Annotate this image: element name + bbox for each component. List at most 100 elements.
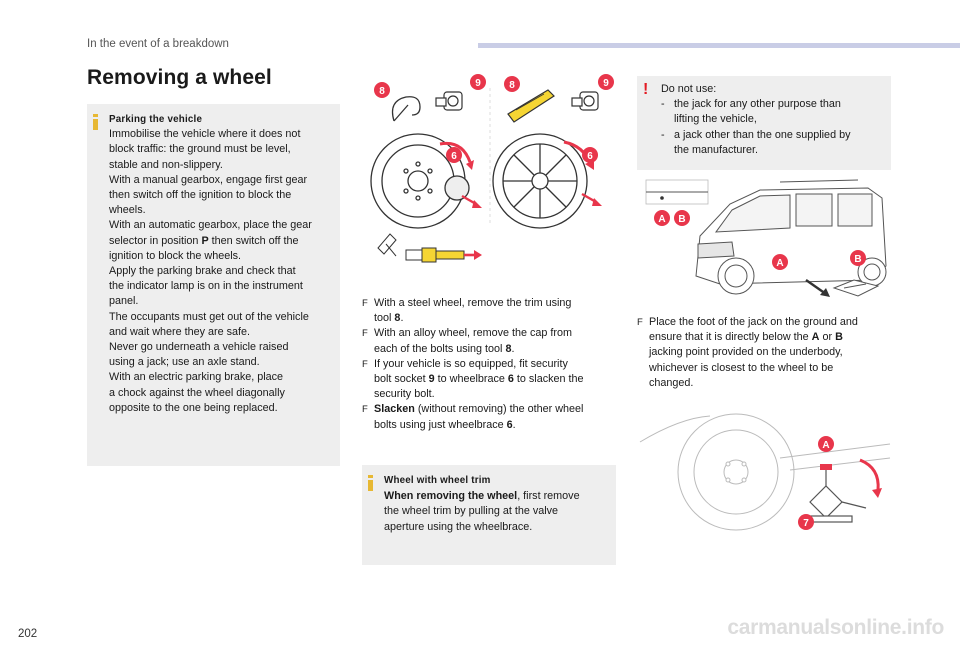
jack-step-line: whichever is closest to the wheel to be xyxy=(649,361,834,374)
wheel-trim-info-box: Wheel with wheel trim When removing the … xyxy=(362,465,616,565)
parking-line: block traffic: the ground must be level, xyxy=(109,143,291,156)
warning-icon: ! xyxy=(643,81,649,98)
step-line: With an alloy wheel, remove the cap from xyxy=(374,327,573,340)
parking-line: selector in position P then switch off t… xyxy=(109,234,299,247)
step-flag: F xyxy=(362,358,368,370)
warning-line: lifting the vehicle, xyxy=(674,113,757,126)
parking-line: Immobilise the vehicle where it does not xyxy=(109,128,301,141)
badge-tool-8-right: 8 xyxy=(504,76,520,92)
steel-wheel xyxy=(370,133,470,229)
vehicle-jacking-points-illustration: A B A B xyxy=(645,179,887,297)
badge-point-b-inset: B xyxy=(674,210,690,226)
parking-line: opposite to the one being replaced. xyxy=(109,401,278,414)
svg-text:B: B xyxy=(854,254,861,265)
jack-arrow xyxy=(805,279,827,295)
badge-socket-9-right: 9 xyxy=(598,74,614,90)
trim-heading: Wheel with wheel trim xyxy=(384,475,491,486)
scissor-jack xyxy=(801,464,867,523)
badge-point-b-vehicle: B xyxy=(850,250,866,266)
parking-line: stable and non-slippery. xyxy=(109,158,223,171)
step-line: security bolt. xyxy=(374,388,435,401)
svg-text:7: 7 xyxy=(803,518,809,529)
alloy-wheel xyxy=(492,133,588,229)
parking-text: Immobilise the vehicle where it does not… xyxy=(109,127,335,416)
step-item: F With an alloy wheel, remove the cap fro… xyxy=(362,326,618,356)
parking-line: a chock against the wheel diagonally xyxy=(109,386,285,399)
parking-line: With an electric parking brake, place xyxy=(109,371,284,384)
bolt-cap-illustration xyxy=(377,233,465,263)
step-flag: F xyxy=(362,298,368,309)
parking-line: With an automatic gearbox, place the gea… xyxy=(109,219,312,232)
socket-9-left xyxy=(435,91,463,111)
step-line: each of the bolts using tool 8. xyxy=(374,342,515,355)
badge-jack-7: 7 xyxy=(798,514,814,530)
parking-line: panel. xyxy=(109,295,139,308)
badge-socket-9-left: 9 xyxy=(470,74,486,90)
jack-step-line: ensure that it is directly below the A o… xyxy=(649,331,843,344)
watermark: carmanualsonline.info xyxy=(727,616,944,639)
parking-line: the indicator lamp is on in the instrume… xyxy=(109,280,303,293)
warning-item: -a jack other than the one supplied by th… xyxy=(661,128,885,158)
rotation-arrow-left xyxy=(439,141,472,163)
yellow-tool-8 xyxy=(507,89,555,123)
parking-heading: Parking the vehicle xyxy=(109,114,203,125)
steps-list: F With a steel wheel, remove the trim usi… xyxy=(362,296,618,433)
step-line: If your vehicle is so equipped, fit secu… xyxy=(374,357,568,370)
jack-crank-arrow xyxy=(859,458,880,491)
parking-line: and wait where they are safe. xyxy=(109,325,251,338)
step-flag: F xyxy=(362,404,368,416)
jack-step-line: changed. xyxy=(649,376,694,389)
badge-point-a-jack: A xyxy=(818,436,834,452)
warning-line: the manufacturer. xyxy=(674,143,759,156)
svg-text:6: 6 xyxy=(587,151,593,162)
parking-line: using a jack; use an axle stand. xyxy=(109,356,260,369)
warning-line: a jack other than the one supplied by xyxy=(674,128,851,141)
page-number: 202 xyxy=(18,628,38,640)
info-icon xyxy=(93,114,98,130)
warning-item: -the jack for any other purpose than lift… xyxy=(661,97,885,127)
vehicle-body xyxy=(695,179,887,295)
wheel-removal-illustration: 8 9 6 8 9 6 xyxy=(370,74,614,263)
trim-line: the wheel trim by pulling at the valve xyxy=(384,505,559,518)
step-line: Slacken (without removing) the other whe… xyxy=(374,403,584,416)
socket-9-right xyxy=(571,91,599,111)
svg-text:9: 9 xyxy=(475,78,481,89)
parking-info-box: Parking the vehicle Immobilise the vehic… xyxy=(87,104,340,466)
warning-dash: - xyxy=(661,128,665,141)
badge-brace-6-right: 6 xyxy=(582,147,598,163)
warning-dash: - xyxy=(661,98,665,111)
header-bar xyxy=(478,43,960,48)
jack-kit xyxy=(832,279,880,297)
badge-tool-8-left: 8 xyxy=(374,82,390,98)
svg-text:8: 8 xyxy=(379,86,385,97)
warning-box: ! Do not use: -the jack for any other pu… xyxy=(637,76,891,170)
wheel-close-up xyxy=(639,413,891,531)
badge-point-a-vehicle: A xyxy=(772,254,788,270)
trim-hook-tool xyxy=(391,96,421,122)
step-line: bolt socket 9 to wheelbrace 6 to slacken… xyxy=(374,373,584,386)
warning-line: the jack for any other purpose than xyxy=(674,98,841,111)
step-item: F If your vehicle is so equipped, fit sec… xyxy=(362,357,618,403)
step-line: bolts using just wheelbrace 6. xyxy=(374,418,516,431)
step-flag: F xyxy=(362,328,368,340)
step-item: F With a steel wheel, remove the trim usi… xyxy=(362,296,618,326)
svg-text:A: A xyxy=(776,258,783,269)
step-item: F Slacken (without removing) the other wh… xyxy=(362,402,618,432)
section-header: In the event of a breakdown xyxy=(87,38,229,50)
parking-line: ignition to block the wheels. xyxy=(109,249,242,262)
parking-line: Never go underneath a vehicle raised xyxy=(109,341,289,354)
trim-text: When removing the wheel, first remove the… xyxy=(384,489,610,536)
badge-point-a-inset: A xyxy=(654,210,670,226)
trim-line: aperture using the wheelbrace. xyxy=(384,520,533,533)
parking-line: Apply the parking brake and check that xyxy=(109,265,296,278)
step-line: With a steel wheel, remove the trim usin… xyxy=(374,297,572,309)
parking-line: then switch off the ignition to block th… xyxy=(109,189,292,202)
svg-text:B: B xyxy=(678,214,685,225)
jack-step-line: Place the foot of the jack on the ground… xyxy=(649,316,858,328)
parking-line: With a manual gearbox, engage first gear xyxy=(109,173,308,186)
svg-text:9: 9 xyxy=(603,78,609,89)
trim-line: When removing the wheel, first remove xyxy=(384,489,580,502)
svg-text:6: 6 xyxy=(451,151,457,162)
